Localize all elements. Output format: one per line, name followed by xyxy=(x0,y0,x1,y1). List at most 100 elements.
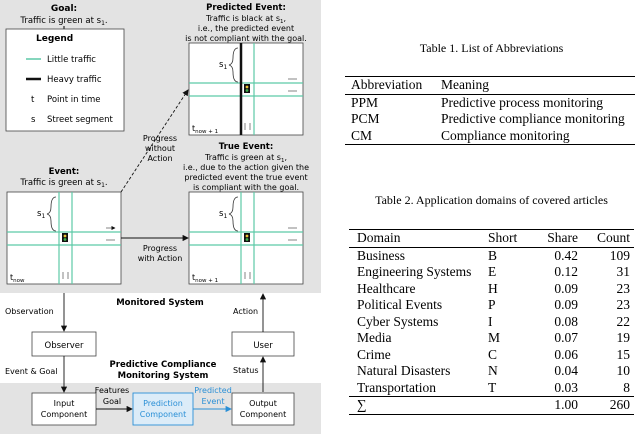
table2-cell: Cyber Systems xyxy=(357,313,439,329)
table2-total-short xyxy=(488,397,538,415)
table2-cell: 23 xyxy=(616,297,631,312)
table2-cell: 31 xyxy=(616,264,631,279)
progress-with-label-2: with Action xyxy=(138,254,183,263)
table1-caption: Table 1. List of Abbreviations xyxy=(419,41,564,55)
scene-true: s1 tnow + 1 xyxy=(188,191,304,285)
table2-cell: Engineering Systems xyxy=(357,264,472,279)
table2-cell: 0.06 xyxy=(554,346,578,362)
event-title: Event: xyxy=(49,167,80,177)
table1-cell: PCM xyxy=(351,111,380,126)
true-event-line4: is compliant with the goal. xyxy=(193,183,299,192)
true-event-line3: predicted event the true event xyxy=(184,173,307,182)
table2-cell: 0.09 xyxy=(554,280,578,296)
table2-cell: 23 xyxy=(616,280,631,296)
goal-title: Goal: xyxy=(51,4,77,14)
table2-caption: Table 2. Application domains of covered … xyxy=(375,193,608,207)
progress-with-label-1: Progress xyxy=(143,244,177,253)
table2-cell: M xyxy=(488,330,501,345)
event-text: Traffic is green at s1. xyxy=(19,178,107,189)
table2-cell: 15 xyxy=(616,346,631,362)
output-component-box xyxy=(231,392,295,426)
pcms-title-2: Monitoring System xyxy=(118,371,209,381)
table2-header-row: Domain Short Share Count xyxy=(349,230,634,247)
time-label: tnow xyxy=(10,273,25,284)
pcm-figure: Goal: Traffic is green at s1. Legend Lit… xyxy=(0,0,321,434)
scene-predicted: s1 tnow + 1 xyxy=(188,42,304,136)
legend-item-time: Point in time xyxy=(47,95,100,105)
table-row: PCM Predictive compliance monitoring xyxy=(345,111,635,128)
true-event-line2: i.e., due to the action given the xyxy=(183,163,309,172)
legend-title: Legend xyxy=(36,34,73,44)
table2-header-count: Count xyxy=(596,230,630,245)
segment-label: s1 xyxy=(219,209,227,220)
table2-cell: 10 xyxy=(616,363,631,378)
prediction-component-label-2: Component xyxy=(140,410,186,419)
table2-header-share: Share xyxy=(547,230,578,245)
segment-label: s1 xyxy=(37,209,45,220)
table2-cell: Transportation xyxy=(357,379,437,395)
sum-symbol: ∑ xyxy=(357,397,367,412)
table2-header-short: Short xyxy=(488,230,518,245)
time-label: tnow + 1 xyxy=(192,124,218,135)
predicted-event-line2: i.e., the predicted event xyxy=(198,24,294,33)
table2-cell: I xyxy=(488,313,493,329)
table-row: Crime C 0.06 15 xyxy=(349,347,634,364)
prediction-component-label-1: Prediction xyxy=(143,399,183,408)
table2-cell: N xyxy=(488,363,498,378)
status-label: Status xyxy=(233,366,259,375)
legend-item-little: Little traffic xyxy=(47,55,96,65)
segment-symbol: s xyxy=(31,115,36,125)
table2-cell: 0.08 xyxy=(554,313,578,329)
output-component-label-2: Component xyxy=(240,410,286,419)
table1-cell: PPM xyxy=(351,94,379,110)
table2-cell: Healthcare xyxy=(357,280,416,296)
predicted-event-flow-1: Predicted xyxy=(194,386,232,395)
true-event-title: True Event: xyxy=(219,142,273,152)
action-label: Action xyxy=(233,307,258,316)
features-label: Features xyxy=(95,386,129,395)
progress-without-label-1: Progress xyxy=(143,134,177,143)
table2-cell: Crime xyxy=(357,346,391,362)
predicted-event-line1: Traffic is black at s1, xyxy=(205,14,286,25)
input-component-box xyxy=(31,392,97,426)
table2-total-count: 260 xyxy=(609,397,630,412)
table2-cell: E xyxy=(488,264,497,279)
legend-item-heavy: Heavy traffic xyxy=(47,75,102,85)
table2-cell: C xyxy=(488,346,498,362)
table2-cell: 0.07 xyxy=(554,330,578,345)
progress-without-arrow xyxy=(120,89,189,193)
table2-cell: 109 xyxy=(609,247,630,263)
table1-cell: Predictive compliance monitoring xyxy=(441,111,625,126)
table2-total-share: 1.00 xyxy=(554,397,578,412)
monitored-system-title: Monitored System xyxy=(116,298,204,308)
input-component-label-1: Input xyxy=(54,399,75,408)
progress-without-label-3: Action xyxy=(147,154,172,163)
time-label: tnow + 1 xyxy=(192,273,218,284)
table2-cell: 0.42 xyxy=(554,247,578,263)
table2-cell: Political Events xyxy=(357,297,443,312)
table2-cell: 8 xyxy=(623,379,630,395)
table2-cell: Business xyxy=(357,247,406,263)
legend-box xyxy=(5,28,125,132)
observation-label: Observation xyxy=(5,307,54,316)
table2-cell: 0.09 xyxy=(554,297,578,312)
prediction-component-box xyxy=(132,392,194,426)
scene-event: s1 tnow xyxy=(6,191,122,285)
table2-cell: 19 xyxy=(616,330,631,345)
time-symbol: t xyxy=(31,95,35,105)
user-label: User xyxy=(253,341,273,351)
table2-cell: Natural Disasters xyxy=(357,363,451,378)
event-goal-label: Event & Goal xyxy=(5,367,57,376)
predicted-event-flow-2: Event xyxy=(202,397,225,406)
table1-cell: Compliance monitoring xyxy=(441,127,570,143)
predicted-event-title: Predicted Event: xyxy=(206,3,286,13)
segment-label: s1 xyxy=(219,60,227,71)
